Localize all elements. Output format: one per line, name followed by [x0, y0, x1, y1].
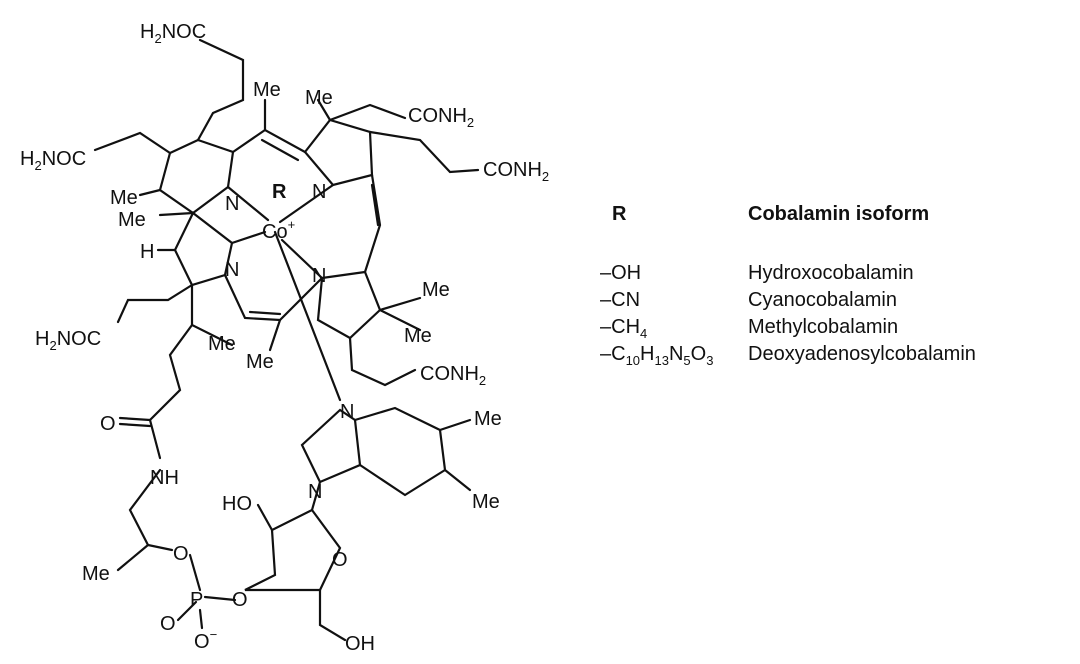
amide-label-lower: H2NOC	[35, 328, 101, 353]
amide-label-left: H2NOC	[20, 148, 86, 173]
table-cell-r: –OH	[600, 262, 641, 284]
conh2-label-top: CONH2	[408, 105, 474, 130]
oxygen-label: O	[173, 543, 189, 565]
structure-labels: H2NOC H2NOC H2NOC CONH2 CONH2 CONH2 Me M…	[20, 21, 549, 655]
structure-bonds	[93, 38, 480, 642]
oxygen-label: O	[232, 589, 248, 611]
table-cell-r: –CN	[600, 289, 640, 311]
methyl-label: Me	[208, 333, 236, 355]
methyl-label: Me	[404, 325, 432, 347]
methyl-label: Me	[110, 187, 138, 209]
nitrogen-label: N	[308, 481, 322, 503]
hydroxyl-label: OH	[345, 633, 375, 655]
nitrogen-label: N	[312, 265, 326, 287]
table-cell-isoform: Methylcobalamin	[748, 316, 898, 338]
oxygen-label: O	[100, 413, 116, 435]
methyl-label: Me	[253, 79, 281, 101]
nitrogen-label: N	[340, 401, 354, 423]
oxygen-label: O	[160, 613, 176, 635]
methyl-label: Me	[474, 408, 502, 430]
methyl-label: Me	[118, 209, 146, 231]
table-cell-isoform: Deoxyadenosylcobalamin	[748, 343, 976, 365]
amide-nh-label: NH	[150, 467, 179, 489]
table-cell-isoform: Cyanocobalamin	[748, 289, 897, 311]
table-header-r: R	[612, 203, 627, 225]
nitrogen-label: N	[225, 193, 239, 215]
oxygen-label: O	[332, 549, 348, 571]
methyl-label: Me	[472, 491, 500, 513]
methyl-label: Me	[422, 279, 450, 301]
hydroxyl-label: HO	[222, 493, 252, 515]
methyl-label: Me	[305, 87, 333, 109]
table-cell-r: –CH4	[600, 316, 647, 341]
table-cell-isoform: Hydroxocobalamin	[748, 262, 914, 284]
phosphorus-label: P	[190, 589, 203, 611]
methyl-label: Me	[246, 351, 274, 373]
nitrogen-label: N	[312, 181, 326, 203]
nitrogen-label: N	[225, 259, 239, 281]
table-header-isoform: Cobalamin isoform	[748, 203, 929, 225]
table-cell-r: –C10H13N5O3	[600, 343, 713, 368]
amide-label-top: H2NOC	[140, 21, 206, 46]
cobalt-label: Co+	[262, 217, 295, 243]
conh2-label-right: CONH2	[483, 159, 549, 184]
methyl-label: Me	[82, 563, 110, 585]
isoform-table: R Cobalamin isoform –OH Hydroxocobalamin…	[600, 203, 976, 368]
hydrogen-label: H	[140, 241, 154, 263]
conh2-label-bottom: CONH2	[420, 363, 486, 388]
oxygen-label: O−	[194, 627, 217, 653]
r-group-label: R	[272, 181, 287, 203]
